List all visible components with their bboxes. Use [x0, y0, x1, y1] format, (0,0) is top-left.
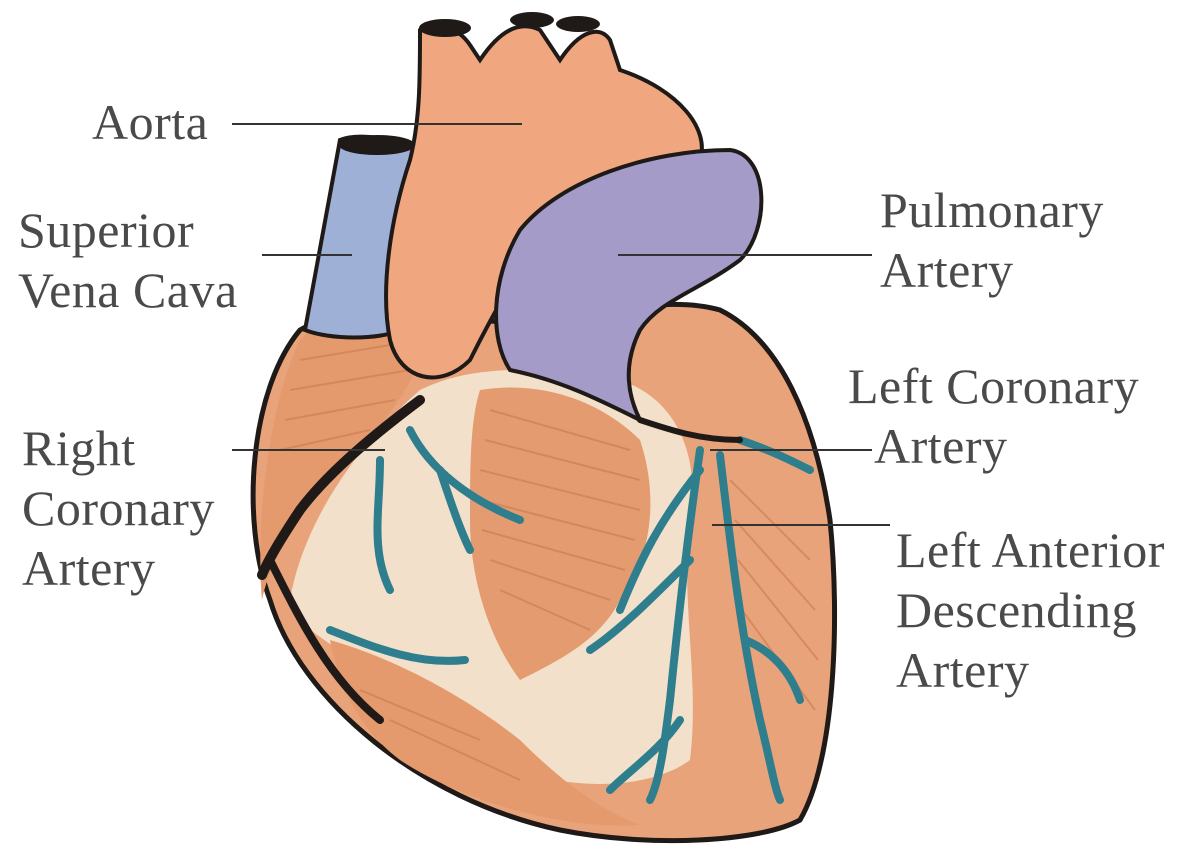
- label-superior-vena-cava: Superior Vena Cava: [18, 200, 238, 320]
- label-aorta: Aorta: [92, 92, 208, 152]
- aorta-branch-opening-2: [510, 12, 554, 28]
- aorta-branch-opening-1: [419, 19, 471, 37]
- vena-cava-opening: [339, 135, 415, 155]
- label-right-coronary-artery: Right Coronary Artery: [22, 418, 215, 598]
- label-left-coronary-artery: Left Coronary Artery: [848, 356, 1139, 476]
- label-pulmonary-artery: Pulmonary Artery: [880, 180, 1104, 300]
- label-left-anterior-descending-artery: Left Anterior Descending Artery: [896, 520, 1165, 700]
- aorta-branch-opening-3: [556, 16, 600, 32]
